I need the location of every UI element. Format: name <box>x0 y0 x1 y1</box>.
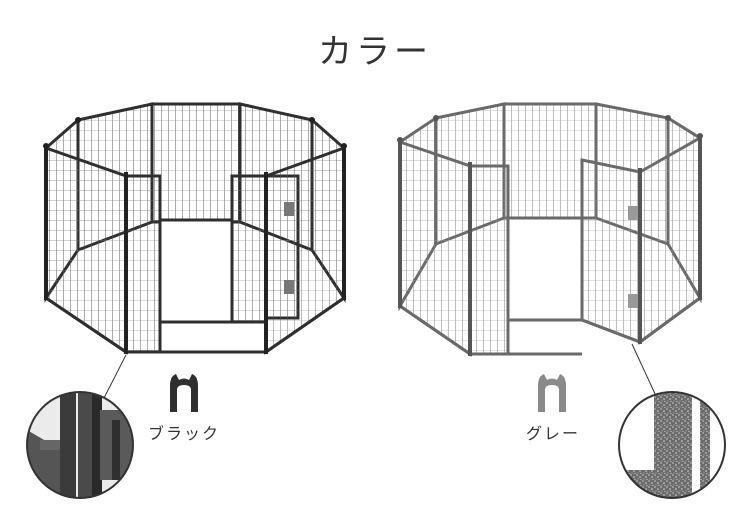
black-detail-zoom <box>26 391 134 499</box>
page-title: カラー <box>318 32 432 72</box>
color-label-black: ブラック <box>148 424 221 443</box>
callout-line-black <box>103 354 127 399</box>
color-label-gray: グレー <box>526 424 581 443</box>
callout-line-gray <box>631 343 657 397</box>
cat-silhouette-icon <box>170 374 198 412</box>
gray-detail-zoom <box>618 391 726 499</box>
gray-pen-image <box>397 102 703 357</box>
black-pen-image <box>43 102 347 355</box>
cat-silhouette-icon <box>538 374 566 412</box>
